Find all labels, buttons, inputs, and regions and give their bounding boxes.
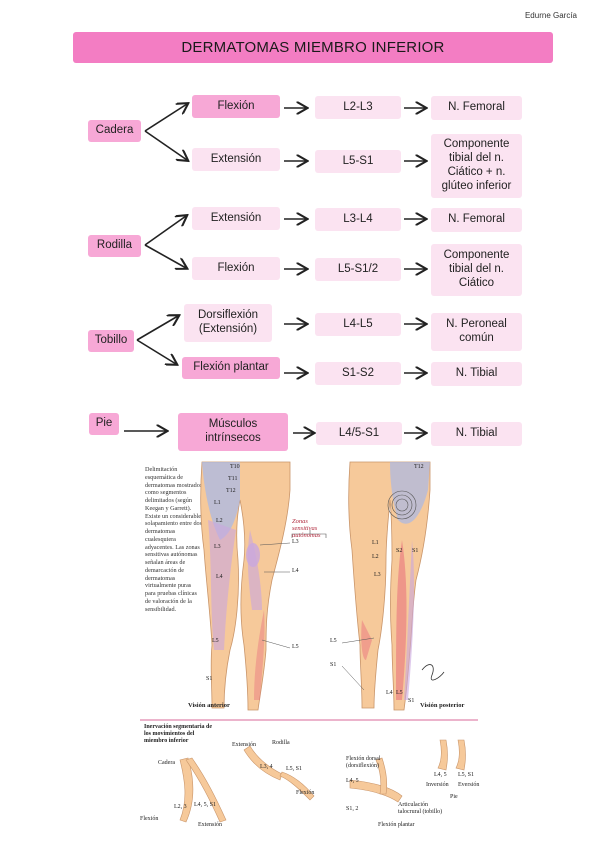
zones-label: Zonas sensitivas autónomas — [292, 518, 321, 540]
seg-anterior: T10 — [230, 464, 240, 470]
seg-anterior: S1 — [206, 676, 213, 682]
movement-label: Flexión dorsal (dorsiflexión) — [346, 756, 381, 769]
movement-label: Articulación talocrural (tobillo) — [398, 802, 443, 815]
movement-tag: L4, 5 — [346, 778, 359, 784]
movement-cadera-flexion: Flexión — [192, 95, 280, 118]
movement-tag: S1, 2 — [346, 806, 359, 812]
movement-label: Inversión — [426, 782, 449, 788]
movement-tag: L2, 3 — [174, 804, 187, 810]
movement-label: Extensión — [232, 742, 256, 748]
seg-posterior: S1 — [412, 548, 419, 554]
zone-tag: L5 — [330, 638, 337, 644]
movement-tag: L4, 5, S1 — [194, 802, 217, 808]
roots-tobillo-plantar: S1-S2 — [315, 362, 401, 385]
dermatome-figure: Delimitación esquemática de dermatomas m… — [140, 460, 492, 835]
seg-anterior: L4 — [216, 574, 223, 580]
nerve-cadera-flexion: N. Femoral — [431, 96, 522, 120]
arrow-tobillo-plantar — [136, 339, 176, 364]
seg-posterior: S1 — [408, 698, 415, 704]
movement-label: Eversión — [458, 782, 480, 788]
seg-posterior: S2 — [396, 548, 403, 554]
roots-rodilla-extension: L3-L4 — [315, 208, 401, 231]
seg-anterior: T11 — [228, 476, 238, 482]
joint-rodilla: Rodilla — [88, 235, 141, 257]
movement-label: Extensión — [198, 822, 222, 828]
seg-posterior: L3 — [374, 572, 381, 578]
arrow-rodilla-extension — [144, 216, 186, 246]
movement-pie-intrinsecos: Músculos intrínsecos — [178, 413, 288, 451]
roots-pie-intrinsecos: L4/5-S1 — [316, 422, 402, 445]
seg-anterior: L1 — [214, 500, 221, 506]
author-name: Edurne García — [524, 11, 577, 20]
nerve-tobillo-dorsiflexion: N. Peroneal común — [431, 313, 522, 351]
arrow-cadera-extension — [144, 130, 187, 160]
arrow-rodilla-flexion — [144, 244, 186, 268]
movement-rodilla-flexion: Flexión — [192, 257, 280, 280]
movement-tag: L5, S1 — [458, 772, 475, 778]
zone-tag: S1 — [330, 662, 337, 668]
zone-tag: L5 — [292, 644, 299, 650]
nerve-cadera-extension: Componente tibial del n. Ciático + n. gl… — [431, 134, 522, 198]
movement-label: Flexión — [140, 816, 159, 822]
roots-tobillo-dorsiflexion: L4-L5 — [315, 313, 401, 336]
movement-tag: L4, 5 — [434, 772, 447, 778]
arrow-tobillo-dorsi — [136, 316, 178, 341]
seg-posterior: T12 — [414, 464, 424, 470]
roots-cadera-extension: L5-S1 — [315, 150, 401, 173]
arrow-cadera-flexion — [144, 104, 187, 132]
seg-anterior: L5 — [212, 638, 219, 644]
movement-rodilla-extension: Extensión — [192, 207, 280, 230]
seg-posterior: L4 — [386, 690, 393, 696]
figure-caption: Delimitación esquemática de dermatomas m… — [145, 466, 203, 613]
joint-cadera: Cadera — [88, 120, 141, 142]
seg-anterior: L2 — [216, 518, 223, 524]
seg-posterior: L2 — [372, 554, 379, 560]
nerve-pie-intrinsecos: N. Tibial — [431, 422, 522, 446]
movements-title: Inervación segmentaria de los movimiento… — [144, 724, 212, 744]
posterior-view-label: Visión posterior — [420, 702, 465, 709]
movement-label: Pie — [450, 794, 458, 800]
movement-tag: L3, 4 — [260, 764, 273, 770]
seg-anterior: T12 — [226, 488, 236, 494]
seg-posterior: L1 — [372, 540, 379, 546]
movement-sketches — [179, 739, 466, 823]
movement-label: Rodilla — [272, 740, 290, 746]
movement-label: Flexión — [296, 790, 315, 796]
nerve-tobillo-plantar: N. Tibial — [431, 362, 522, 386]
movement-tag: L5, S1 — [286, 766, 303, 772]
movement-tobillo-dorsiflexion: Dorsiflexión (Extensión) — [184, 304, 272, 342]
anterior-view-label: Visión anterior — [188, 702, 230, 709]
zone-tag: L4 — [292, 568, 299, 574]
seg-anterior: L3 — [214, 544, 221, 550]
movement-cadera-extension: Extensión — [192, 148, 280, 171]
seg-posterior: L5 — [396, 690, 403, 696]
nerve-rodilla-extension: N. Femoral — [431, 208, 522, 232]
movement-label: Flexión plantar — [378, 822, 415, 828]
page-title: DERMATOMAS MIEMBRO INFERIOR — [73, 32, 553, 63]
posterior-legs — [348, 461, 431, 711]
joint-tobillo: Tobillo — [88, 330, 134, 352]
legs-illustration — [140, 461, 478, 823]
movement-tobillo-plantar: Flexión plantar — [182, 357, 280, 379]
zone-tag: L3 — [292, 539, 299, 545]
joint-pie: Pie — [89, 413, 119, 435]
roots-rodilla-flexion: L5-S1/2 — [315, 258, 401, 281]
nerve-rodilla-flexion: Componente tibial del n. Ciático — [431, 244, 522, 296]
roots-cadera-flexion: L2-L3 — [315, 96, 401, 119]
movement-label: Cadera — [158, 760, 175, 766]
